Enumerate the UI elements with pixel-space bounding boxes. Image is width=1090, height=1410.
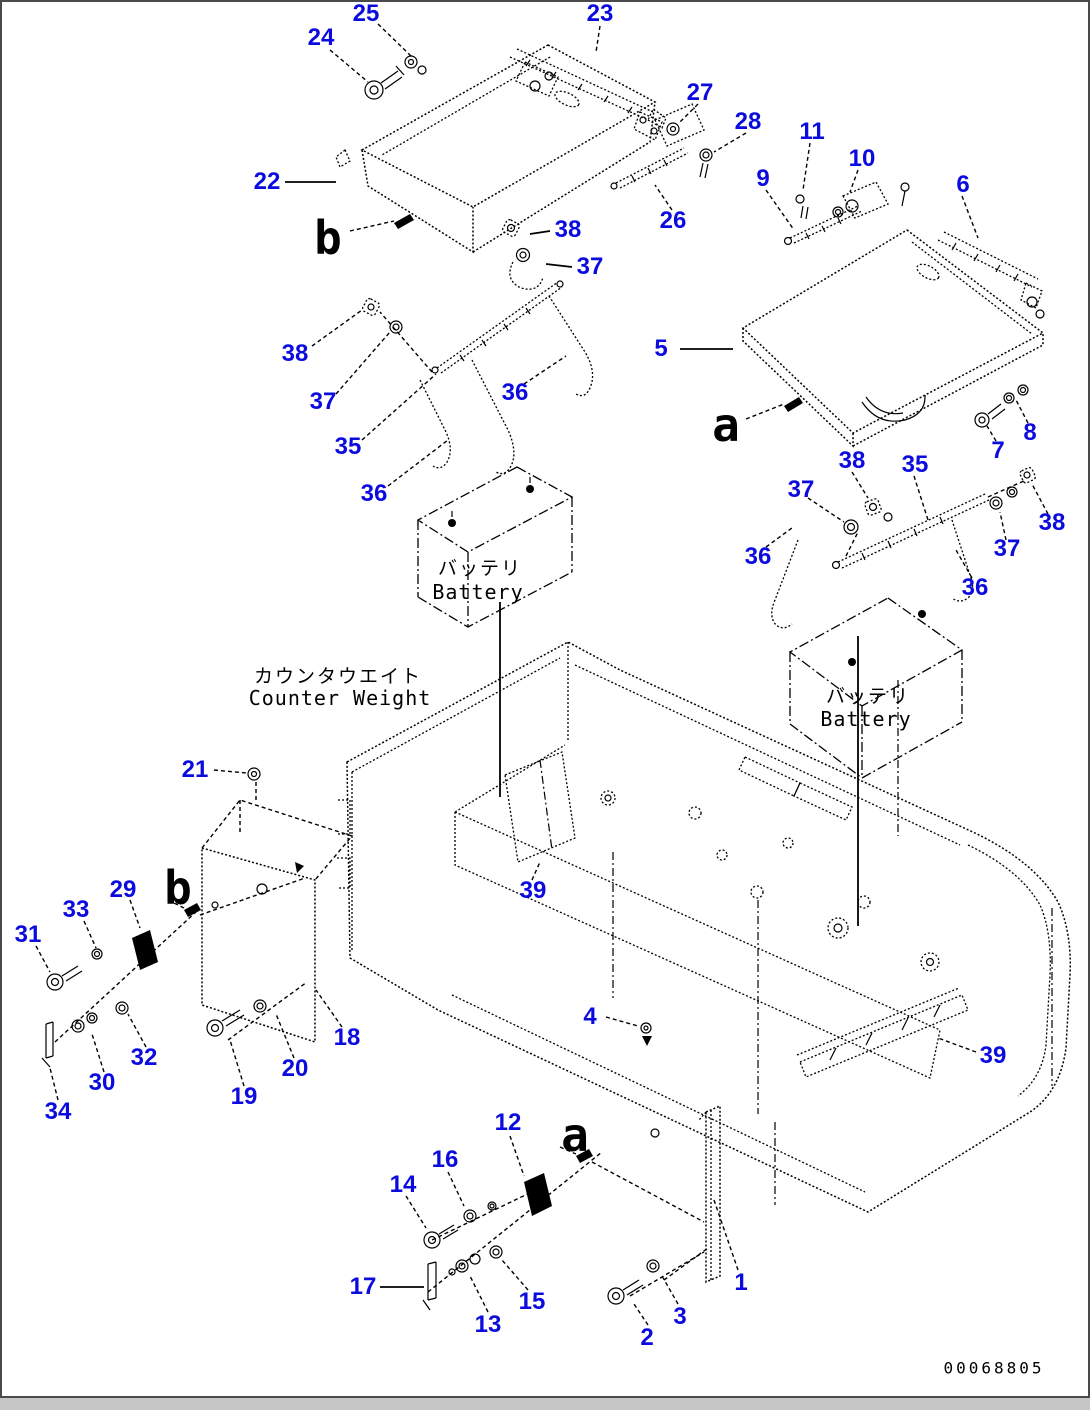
callout-3: 3	[673, 1303, 687, 1330]
callout-37: 37	[993, 535, 1021, 562]
callout-31: 31	[14, 921, 42, 948]
section-arrow-a-top	[745, 397, 803, 420]
callout-21: 21	[181, 756, 209, 783]
rod-9-bracket-10	[783, 181, 889, 246]
callout-30: 30	[88, 1069, 116, 1096]
plate-18	[201, 767, 354, 1044]
callout-37: 37	[309, 388, 337, 415]
callout-1: 1	[734, 1269, 748, 1296]
callout-16: 16	[431, 1146, 459, 1173]
callout-4: 4	[583, 1003, 597, 1030]
callout-38: 38	[554, 216, 582, 243]
callout-24: 24	[307, 24, 335, 51]
callout-25: 25	[352, 0, 380, 27]
counterweight-label-jp: カウンタウエイト	[253, 665, 423, 688]
leader-lines	[35, 23, 1049, 1326]
callout-26: 26	[659, 207, 687, 234]
callout-9: 9	[756, 165, 770, 192]
callout-27: 27	[686, 79, 714, 106]
callout-22: 22	[253, 168, 281, 195]
battery-box-left	[416, 466, 574, 797]
callout-35: 35	[901, 451, 929, 478]
rod-cluster-right	[771, 466, 1036, 629]
rod-cluster-left	[361, 218, 594, 475]
battery-right-label-jp: バッテリ	[825, 685, 911, 708]
callout-17: 17	[349, 1273, 377, 1300]
callout-36: 36	[501, 379, 529, 406]
section-arrow-b-bottom	[167, 877, 306, 917]
callout-36: 36	[744, 543, 772, 570]
fastener-cluster-2-3	[607, 1247, 709, 1305]
callout-5: 5	[654, 335, 668, 362]
callout-7: 7	[991, 437, 1005, 464]
callout-37: 37	[576, 253, 604, 280]
drawing-id-number: 00068805	[943, 1358, 1045, 1378]
callout-13: 13	[474, 1311, 502, 1338]
cover-5	[741, 182, 1045, 448]
callout-15: 15	[518, 1288, 546, 1315]
callout-38: 38	[281, 340, 309, 367]
callout-19: 19	[230, 1083, 258, 1110]
view-letter-a: a	[712, 398, 740, 452]
callout-34: 34	[44, 1098, 72, 1125]
counterweight-label-en: Counter Weight	[248, 686, 432, 710]
callout-14: 14	[389, 1171, 417, 1198]
callout-37: 37	[787, 476, 815, 503]
callout-29: 29	[109, 876, 137, 903]
callout-23: 23	[586, 0, 614, 27]
battery-left-label-jp: バッテリ	[437, 557, 523, 580]
callout-28: 28	[734, 108, 762, 135]
callout-12: 12	[494, 1109, 522, 1136]
callout-35: 35	[334, 433, 362, 460]
cover-22	[335, 44, 667, 254]
battery-left-label-en: Battery	[432, 580, 524, 604]
callout-20: 20	[281, 1055, 309, 1082]
fastener-cluster-29-34	[41, 909, 199, 1068]
section-arrow-a-bottom	[559, 1146, 705, 1223]
battery-right-label-en: Battery	[820, 707, 912, 731]
callout-18: 18	[333, 1024, 361, 1051]
callout-36: 36	[360, 480, 388, 507]
counterweight-body	[337, 641, 1071, 1213]
view-letter-a: a	[561, 1108, 589, 1162]
callout-39: 39	[519, 877, 547, 904]
callout-38: 38	[838, 447, 866, 474]
section-arrow-b-top	[349, 214, 414, 232]
callout-36: 36	[961, 574, 989, 601]
fastener-cluster-12-17	[422, 1151, 603, 1311]
callout-10: 10	[848, 145, 876, 172]
fastener-cluster-19-20	[206, 981, 308, 1041]
bolt-7-washers-8	[974, 384, 1029, 428]
callout-11: 11	[799, 118, 825, 145]
callout-2: 2	[640, 1324, 654, 1351]
callout-39: 39	[979, 1042, 1007, 1069]
callout-8: 8	[1023, 419, 1037, 446]
callout-38: 38	[1038, 509, 1066, 536]
rod-26-bracket-27	[610, 103, 713, 190]
view-letter-b: b	[314, 211, 342, 265]
callout-32: 32	[130, 1044, 158, 1071]
callout-33: 33	[62, 896, 90, 923]
callout-6: 6	[956, 171, 970, 198]
battery-box-right	[788, 597, 964, 926]
view-letter-b: b	[164, 861, 192, 915]
plate-1	[650, 1104, 721, 1284]
bolt-24-25	[364, 55, 427, 100]
